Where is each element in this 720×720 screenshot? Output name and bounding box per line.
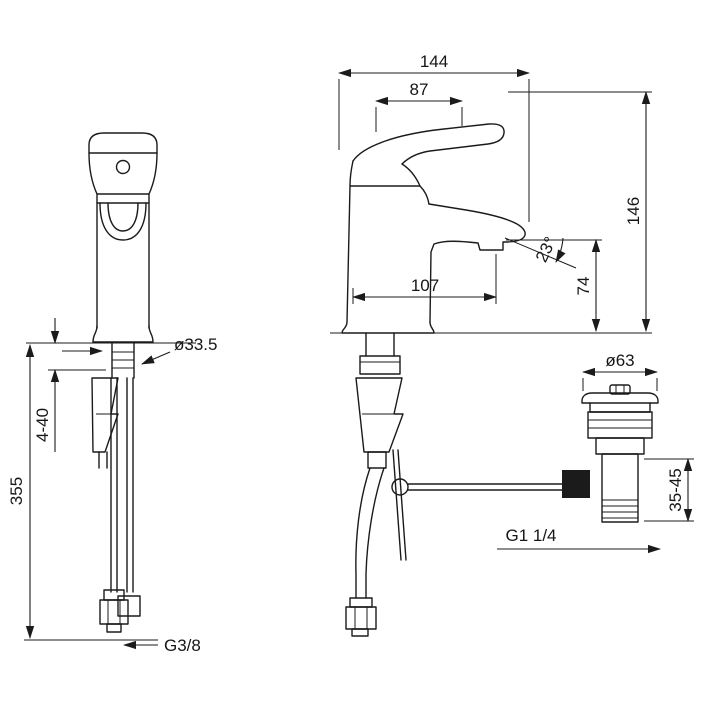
base-diameter-leader [141,351,171,365]
side-mounting-nut [359,355,401,375]
dim-spout-reach: 107 [351,254,498,304]
dim-spout-angle: 23° [504,234,577,269]
popup-rod-ball-joint [391,478,409,496]
dim-waste-adjust: 35-45 [644,457,694,523]
front-lever-outline [88,132,158,154]
waste-flange [581,392,659,404]
spout-angle-label: 23° [532,234,560,265]
waste-adjust-label: 35-45 [666,468,685,511]
waste-diameter-label: ø63 [605,351,634,370]
label-waste-thread: G1 1/4 [497,526,662,554]
side-hose-line [355,467,371,599]
hose-fitting-tip [351,628,369,637]
label-inlet-thread: G3/8 [122,636,201,655]
front-spout-outer [99,202,147,241]
base-diameter-label: ø33.5 [174,335,217,354]
side-body-front-edge [419,185,430,205]
side-base [341,321,435,334]
popup-rod-vertical [392,449,402,561]
dim-total-depth: 144 [337,52,531,222]
hose-fitting-hex [345,606,377,630]
front-clamp-wedge [91,377,119,453]
spout-angle-ref-line [504,237,577,269]
dim-deck-thickness: 4-40 [33,318,60,452]
total-height-label: 146 [624,197,643,225]
waste-plug-knob [609,384,631,395]
dim-waste-diameter: ø63 [581,351,659,391]
valve-tail [367,451,387,469]
front-base [92,325,154,343]
side-body-back-edge [346,185,351,323]
rod-tee-connector [562,470,590,498]
dim-lever-length: 87 [374,80,464,132]
inlet-thread-label: G3/8 [164,636,201,655]
front-handle-dome [88,152,158,195]
side-clamp-wedge [355,377,404,453]
hose-fitting-hex [99,599,129,625]
waste-neck [589,402,651,413]
total-depth-label: 144 [420,52,448,71]
dim-spout-height: 74 [506,238,602,333]
side-view [330,123,652,637]
waste-reducer [595,437,645,455]
side-spout-outline [428,203,526,323]
dim-total-height: 146 [508,90,652,333]
popup-rod-vertical [397,449,407,561]
waste-thread-label: G1 1/4 [505,526,556,545]
dim-hose-length: 355 [7,343,158,641]
side-handle-dome [349,160,421,187]
hose-fitting-tip [106,623,122,633]
hose-fitting-hex [117,595,141,617]
dim-base-diameter: ø33.5 [62,335,217,365]
spout-reach-label: 107 [411,276,439,295]
waste-tailpipe [601,453,639,523]
lever-length-label: 87 [410,80,429,99]
waste-body-nut [587,411,653,439]
handle-indicator-dot [115,159,131,175]
spout-angle-arc [555,237,566,263]
side-hose-line [365,467,385,599]
hose-fitting-collar [349,597,373,608]
spout-height-label: 74 [574,277,593,296]
hose-length-label: 355 [7,477,26,505]
front-spout-inner [107,202,139,232]
front-view [26,132,196,633]
waste-valve-assembly [562,384,659,523]
side-lever-outline [352,123,505,165]
deck-thickness-label: 4-40 [33,408,52,442]
hose-fitting-collar [103,589,125,601]
